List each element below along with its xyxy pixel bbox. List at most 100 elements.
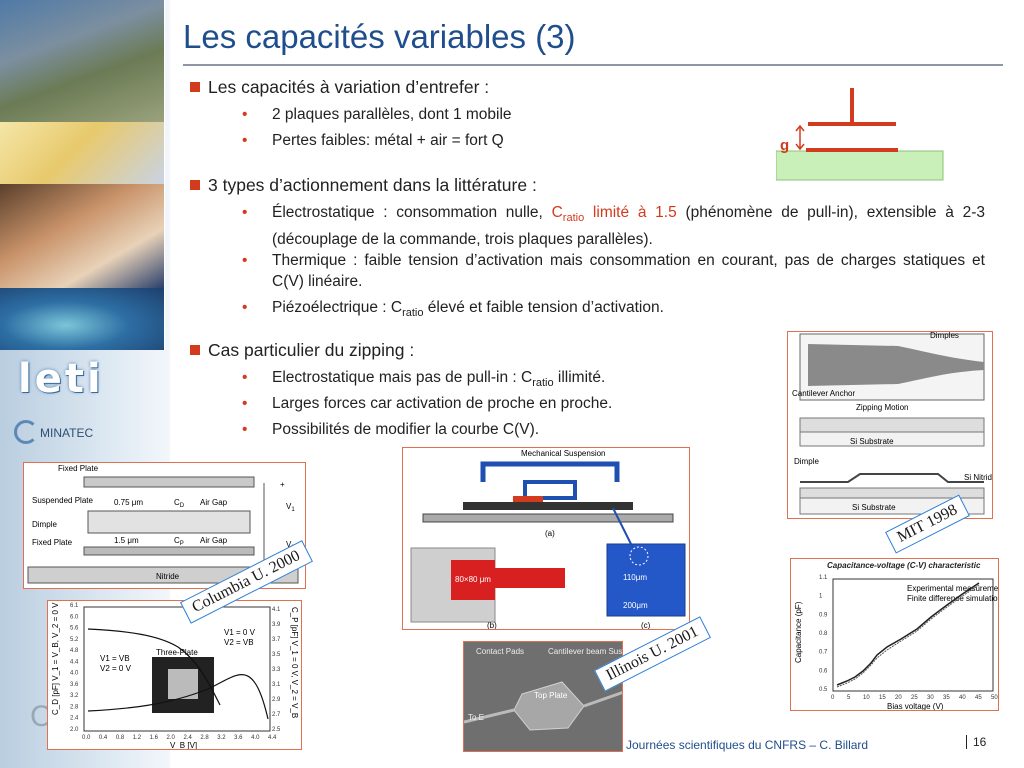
list-item: •Larges forces car activation de proche … <box>242 395 613 412</box>
y-tick-label-right: 3.9 <box>272 622 281 628</box>
x-tick-label: 35 <box>943 695 950 701</box>
ratio-sub: ratio <box>402 307 424 320</box>
x-axis-label: Bias voltage (V) <box>887 702 944 711</box>
figure-mit-zipping: Dimples Cantilever Anchor Zipping Motion… <box>787 331 993 519</box>
section-heading-zipping: Cas particulier du zipping : <box>190 340 414 361</box>
page-number: 16 <box>966 735 986 749</box>
list-item: •2 plaques parallèles, dont 1 mobile <box>242 106 512 123</box>
section-heading-text: Les capacités à variation d’entrefer : <box>208 77 490 97</box>
y-tick-label-left: 4.0 <box>70 671 79 677</box>
y-tick-label-left: 3.6 <box>70 682 79 688</box>
fig-label: Dimple <box>794 457 819 466</box>
y-axis-label: Capacitance (pF) <box>794 601 803 663</box>
fig-label-c: CD <box>174 498 185 509</box>
x-tick-label: 0.8 <box>116 735 125 741</box>
x-tick-label: 15 <box>879 695 886 701</box>
leti-logo: leti <box>18 356 104 402</box>
legend-entry: V1 = 0 V <box>224 628 256 637</box>
x-tick-label: 1.6 <box>150 735 159 741</box>
y-tick-label: 0.9 <box>819 612 828 618</box>
y-tick-label-left: 2.8 <box>70 704 79 710</box>
gap-label: g <box>780 137 789 154</box>
cd-curve <box>87 628 221 706</box>
list-item-text: Pertes faibles: métal + air = fort Q <box>272 132 504 149</box>
y-tick-label: 0.6 <box>819 668 828 674</box>
fig-label: Si Substrate <box>852 503 896 512</box>
sem-image: Contact Pads Cantilever beam Suspension … <box>464 642 623 751</box>
y-axis-label-right: C_P [pF] V_1 = 0 V, V_2 = V_B <box>290 607 299 718</box>
fig-label: Cantilever beam Suspension <box>548 647 623 656</box>
fig-label: 200μm <box>623 601 648 610</box>
sidebar-strip <box>0 0 170 768</box>
fig-label: 1.5 μm <box>114 536 139 545</box>
x-tick-label: 3.6 <box>234 735 243 741</box>
x-tick-label: 25 <box>911 695 918 701</box>
threeplate-chart: C_D [pF] V_1 = V_B, V_2 = 0 V C_P [pF] V… <box>51 602 299 749</box>
list-item-text: Piézoélectrique : C <box>272 299 403 316</box>
fig-label-v1: V1 <box>286 502 295 513</box>
sidebar-bottom-letter: C <box>30 700 52 733</box>
page-title: Les capacités variables (3) <box>183 18 576 55</box>
list-item: •Possibilités de modifier la courbe C(V)… <box>242 421 540 438</box>
y-tick-label-right: 3.1 <box>272 682 281 688</box>
fig-label: 0.75 μm <box>114 498 143 507</box>
y-tick-label-right: 2.5 <box>272 727 281 733</box>
section-heading-actuation: 3 types d’actionnement dans la littératu… <box>190 175 537 196</box>
list-item-text: (phénomène de pull-in), extensible à 2-3… <box>272 204 985 249</box>
y-axis-label-left: C_D [pF] V_1 = V_B, V_2 = 0 V <box>51 602 60 715</box>
fig-label: Dimples <box>930 332 959 340</box>
y-tick-label-left: 4.8 <box>70 648 79 654</box>
illinois-diagram: Mechanical Suspension (a) 80×80 μm (b) 1… <box>410 449 686 630</box>
substrate <box>776 150 944 181</box>
y-tick-label: 1 <box>819 594 823 600</box>
figure-illinois-schematic: Mechanical Suspension (a) 80×80 μm (b) 1… <box>402 447 690 630</box>
cratio-highlight: Cratio limité à 1.5 <box>552 204 677 224</box>
fig-label: Air Gap <box>200 498 228 507</box>
cratio-limit: limité à 1.5 <box>584 204 677 221</box>
y-tick-label-left: 6.1 <box>70 603 79 609</box>
fig-label: To E <box>468 713 484 722</box>
legend-entry: V2 = VB <box>224 638 254 647</box>
list-item-text: Possibilités de modifier la courbe C(V). <box>272 421 540 438</box>
researcher-photo <box>0 184 165 288</box>
campus-photo <box>0 0 165 122</box>
list-item-text: Électrostatique : consommation nulle, <box>272 204 552 221</box>
minatec-logo-text: MINATEC <box>40 426 94 440</box>
fig-label: Fixed Plate <box>32 538 73 547</box>
fig-label: Mechanical Suspension <box>521 449 606 458</box>
y-tick-label: 0.5 <box>819 687 828 693</box>
gap-diagram: g <box>776 88 944 181</box>
x-tick-label: 3.2 <box>217 735 226 741</box>
list-item-text: Larges forces car activation de proche e… <box>272 395 613 412</box>
x-tick-label: 4.4 <box>268 735 277 741</box>
list-item: •Electrostatique mais pas de pull-in : C… <box>242 369 606 390</box>
y-tick-label: 0.7 <box>819 650 828 656</box>
x-tick-label: 4.0 <box>251 735 260 741</box>
x-tick-label: 2.8 <box>200 735 209 741</box>
x-tick-label: 45 <box>975 695 982 701</box>
x-tick-label: 40 <box>959 695 966 701</box>
section-heading-text: Cas particulier du zipping : <box>208 340 415 360</box>
y-tick-label-left: 2.0 <box>70 727 79 733</box>
bullet-square-icon <box>190 82 200 92</box>
list-item-text: Thermique : faible tension d’activation … <box>272 252 985 290</box>
chart-title: Capacitance-voltage (C-V) characteristic <box>827 561 981 570</box>
x-tick-label: 0.4 <box>99 735 108 741</box>
cp-curve <box>87 674 269 720</box>
legend-entry: Experimental measurement <box>907 584 999 593</box>
x-tick-label: 1.2 <box>133 735 142 741</box>
wafer-photo <box>0 288 165 350</box>
fig-label: (b) <box>487 621 497 630</box>
y-tick-label: 1.1 <box>819 575 828 581</box>
fig-label-c: CP <box>174 536 184 547</box>
fig-label: 80×80 μm <box>455 575 491 584</box>
x-tick-label: 0.0 <box>82 735 91 741</box>
list-item-text: illimité. <box>553 369 606 386</box>
figure-illinois-sem: Contact Pads Cantilever beam Suspension … <box>463 641 623 752</box>
y-tick-label-right: 2.9 <box>272 697 281 703</box>
x-tick-label: 5 <box>847 695 851 701</box>
y-tick-label-right: 2.7 <box>272 712 281 718</box>
section-heading-text: 3 types d’actionnement dans la littératu… <box>208 175 537 195</box>
inset-label: Three-Plate <box>156 648 198 657</box>
y-tick-label-right: 3.7 <box>272 637 281 643</box>
